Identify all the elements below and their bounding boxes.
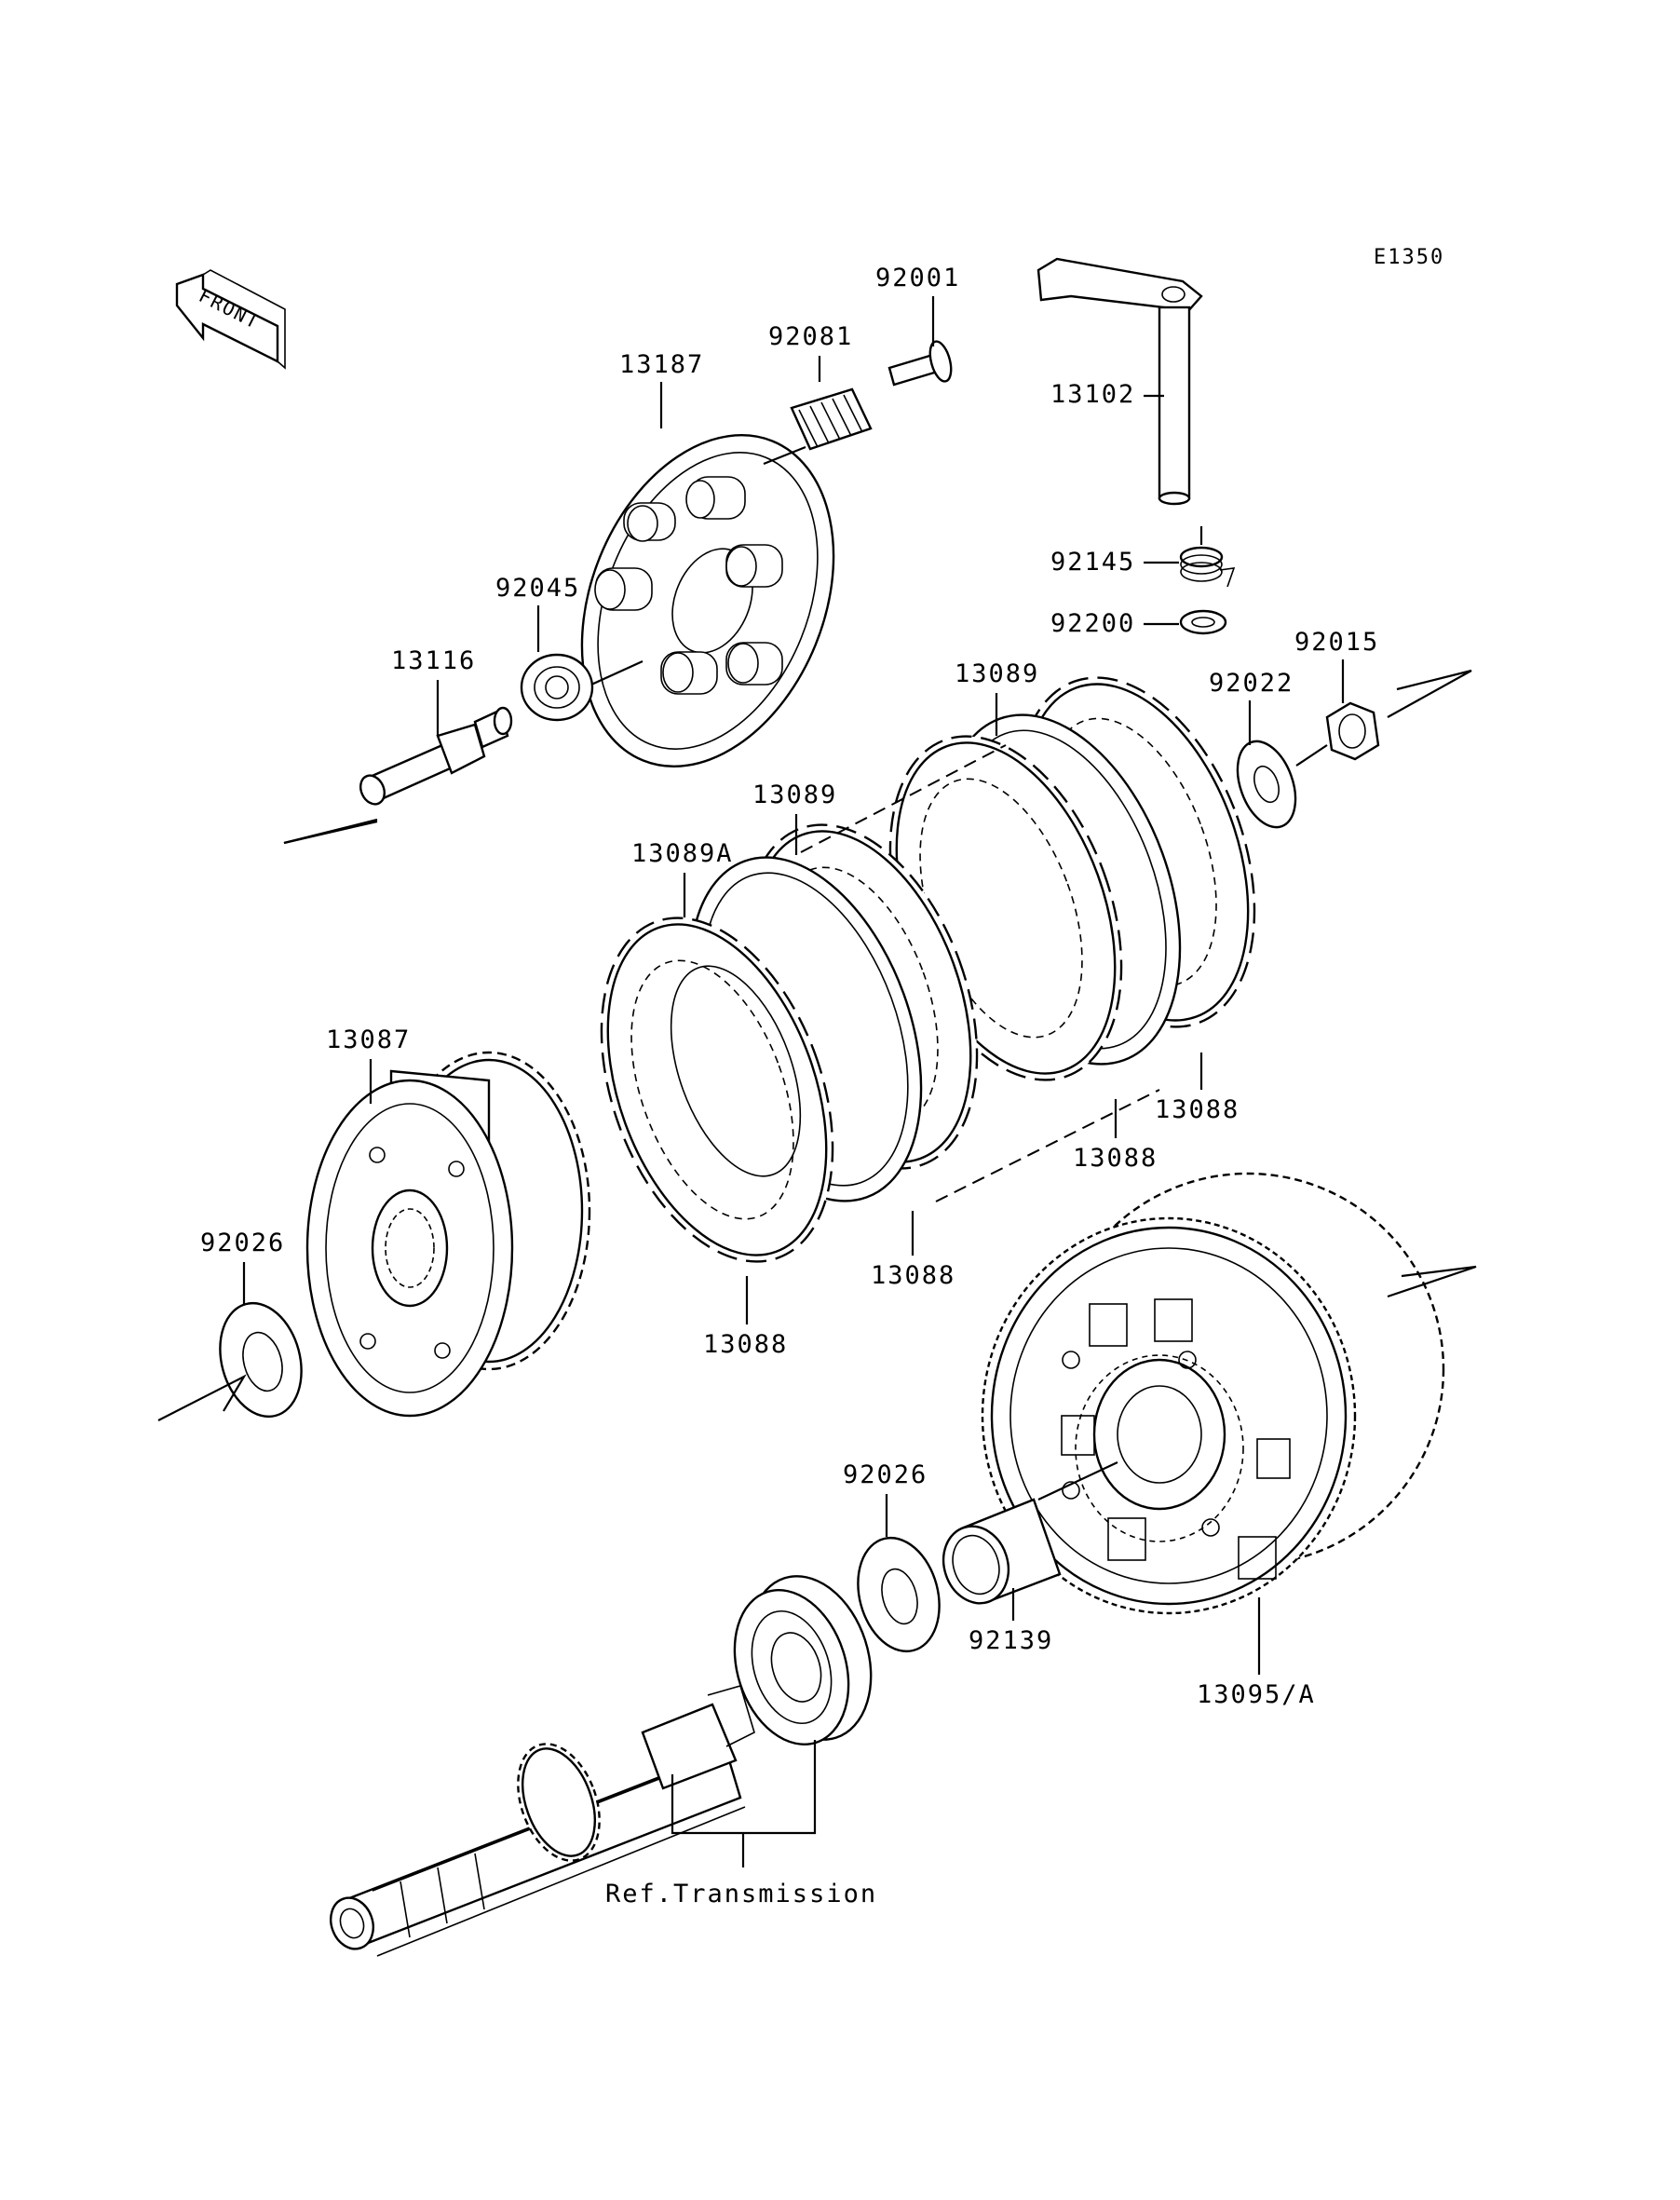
label-92026-center: 92026: [843, 1460, 928, 1489]
label-92145: 92145: [1050, 548, 1135, 577]
label-13102: 13102: [1050, 380, 1135, 409]
label-92081: 92081: [768, 322, 853, 351]
transmission-shaft: [330, 1685, 755, 1957]
pusher-13116: [359, 706, 513, 806]
thrust-washer-92026-left: [219, 1301, 303, 1419]
label-13088-d: 13088: [703, 1330, 788, 1359]
label-92026-left: 92026: [200, 1229, 285, 1257]
label-13089-mid: 13089: [752, 781, 837, 809]
thrust-washer-92026-center: [857, 1536, 941, 1653]
label-13088-a: 13088: [1155, 1095, 1240, 1124]
bearing-92045: [520, 653, 594, 722]
label-13187: 13187: [619, 350, 704, 379]
label-13088-c: 13088: [871, 1261, 955, 1290]
label-13089-top: 13089: [955, 659, 1039, 688]
washer-92022: [1236, 740, 1297, 829]
label-92045: 92045: [495, 574, 580, 603]
pressure-plate-13187: [580, 433, 835, 768]
front-arrow-icon: FRONT: [175, 269, 286, 370]
label-13088-b: 13088: [1073, 1144, 1158, 1173]
clutch-hub-13087: [305, 1051, 591, 1418]
label-92015: 92015: [1294, 628, 1379, 657]
return-spring-92145: [1179, 546, 1236, 588]
label-92001: 92001: [875, 264, 960, 292]
label-92139: 92139: [969, 1626, 1053, 1655]
diagram-code: E1350: [1374, 246, 1444, 269]
release-lever-13102: [1036, 257, 1203, 506]
nut-92015: [1325, 701, 1380, 761]
bolt-92001: [887, 340, 953, 387]
clutch-plate-stack: [600, 676, 1256, 1263]
sleeve-92139: [942, 1498, 1062, 1605]
washer-92200: [1179, 609, 1227, 635]
ref-transmission-label: Ref.Transmission: [605, 1880, 877, 1908]
shaft-bearing: [733, 1575, 873, 1746]
label-92022: 92022: [1209, 669, 1294, 698]
clutch-spring-92081: [790, 387, 873, 451]
label-13087: 13087: [326, 1025, 411, 1054]
label-92200: 92200: [1050, 609, 1135, 638]
label-13095A: 13095/A: [1197, 1680, 1316, 1709]
clutch-housing-13095A: [981, 1172, 1445, 1615]
label-13116: 13116: [391, 646, 476, 675]
label-13089A: 13089A: [631, 839, 734, 868]
